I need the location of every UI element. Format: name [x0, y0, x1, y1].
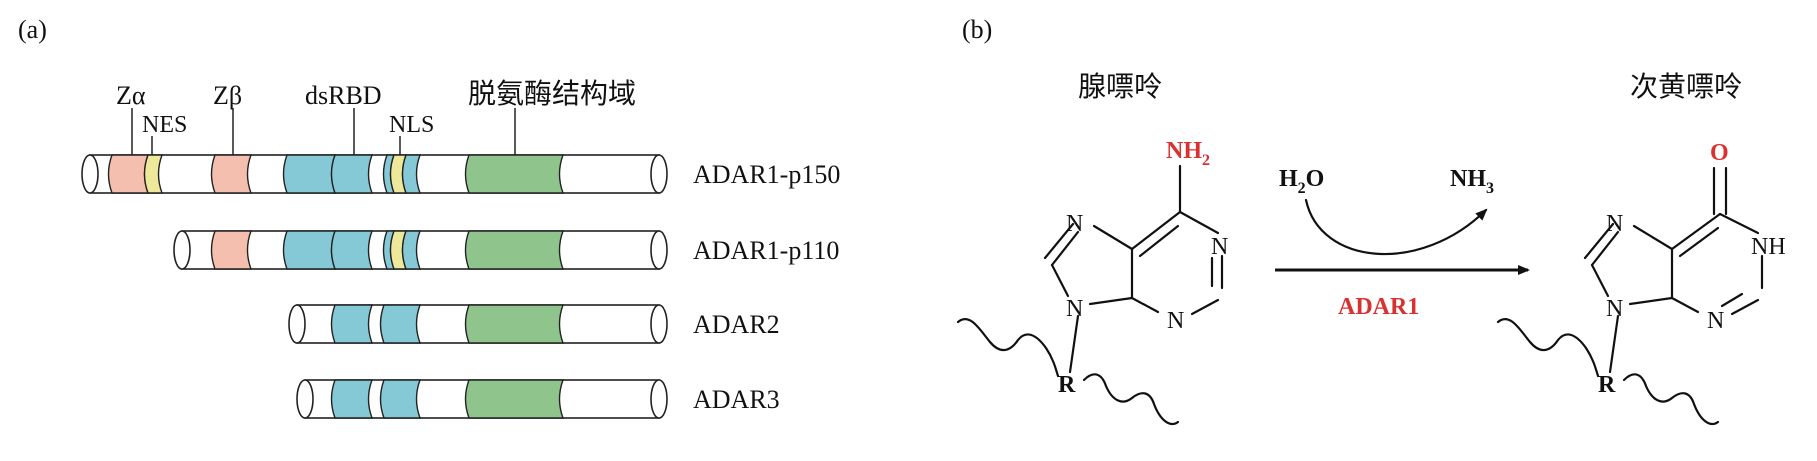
- ammonia-label: NH3: [1450, 166, 1494, 197]
- zb-label: Zβ: [213, 81, 242, 110]
- protein-name: ADAR1-p150: [693, 160, 840, 189]
- hypoxanthine-title: 次黄嘌呤: [1630, 71, 1742, 102]
- protein-name: ADAR2: [693, 310, 780, 339]
- enzyme-label: ADAR1: [1338, 294, 1419, 320]
- r-group: R: [1058, 372, 1076, 398]
- adenine-structure: NH2 N: [956, 138, 1228, 426]
- panel-b: (b) 腺嘌呤 次黄嘌呤 NH2: [956, 15, 1786, 426]
- panel-b-label: (b): [962, 15, 992, 44]
- water-label: H2O: [1279, 166, 1324, 197]
- atom-n3: N: [1707, 308, 1724, 334]
- protein-adar2: ADAR2: [288, 304, 780, 344]
- strand-right-wave: [1082, 373, 1180, 426]
- adenine-title: 腺嘌呤: [1078, 71, 1162, 102]
- atom-n1h: NH: [1751, 234, 1786, 260]
- atom-n9: N: [1606, 296, 1623, 322]
- protein-name: ADAR1-p110: [693, 236, 839, 265]
- panel-a: (a) Zα NES Zβ dsRBD NLS 脱氨酶结构域: [18, 15, 840, 419]
- atom-n1: N: [1211, 234, 1228, 260]
- dsrbd-label: dsRBD: [305, 81, 382, 110]
- panel-a-label: (a): [18, 15, 47, 44]
- protein-adar1-p110: ADAR1-p110: [173, 230, 839, 270]
- nes-label: NES: [142, 112, 187, 138]
- hypoxanthine-bonds: [1583, 166, 1764, 374]
- protein-name: ADAR3: [693, 385, 780, 414]
- atom-n7: N: [1066, 211, 1083, 237]
- curved-arrow: [1304, 198, 1488, 256]
- strand-right-wave: [1622, 373, 1720, 426]
- adenine-bonds: [1043, 164, 1224, 374]
- r-group: R: [1598, 372, 1616, 398]
- za-label: Zα: [116, 81, 146, 110]
- strand-left-wave: [1496, 318, 1600, 378]
- strand-left-wave: [956, 318, 1060, 378]
- oxo-group-label: O: [1710, 140, 1729, 166]
- atom-n7: N: [1606, 211, 1623, 237]
- deaminase-label: 脱氨酶结构域: [468, 78, 636, 109]
- reaction: H2O NH3 ADAR1: [1275, 166, 1530, 320]
- protein-adar3: ADAR3: [296, 379, 780, 419]
- nls-label: NLS: [389, 112, 434, 138]
- protein-adar1-p150: ADAR1-p150: [81, 154, 840, 194]
- amino-group-label: NH2: [1166, 138, 1210, 169]
- atom-n9: N: [1066, 296, 1083, 322]
- hypoxanthine-structure: O: [1496, 140, 1786, 426]
- atom-n3: N: [1167, 308, 1184, 334]
- leader-lines: [131, 108, 516, 160]
